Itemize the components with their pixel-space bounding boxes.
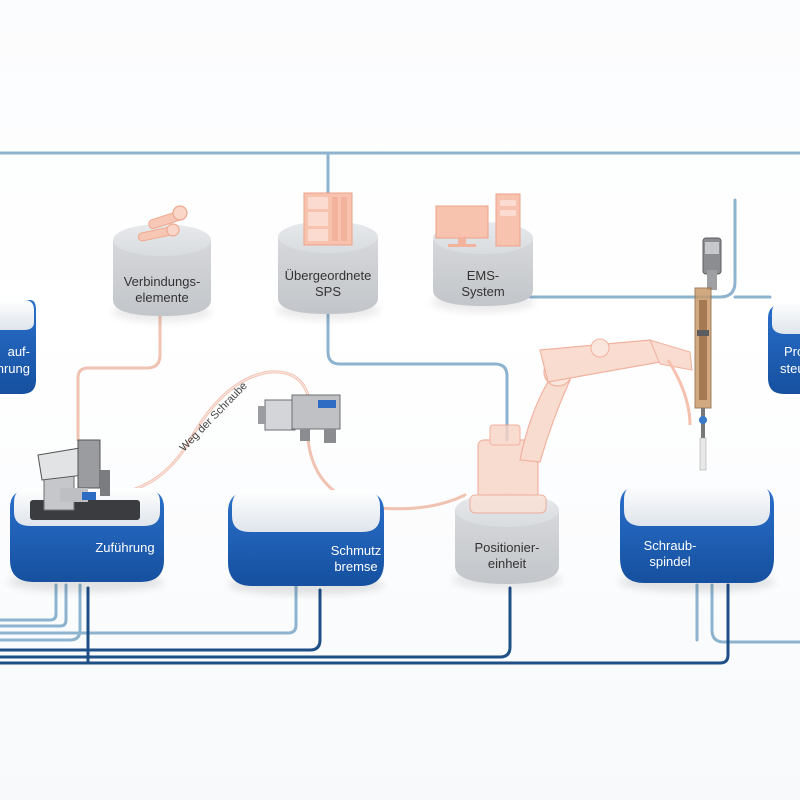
positioniereinheit-label-2: einheit [488, 556, 527, 571]
schmutzbremse-label-1: Schmutz [331, 543, 382, 558]
bus-bottom-4 [0, 583, 58, 622]
prozesssteuerung-label-1: Pro [784, 344, 800, 359]
schraubspindel-label-1: Schraub- [644, 538, 697, 553]
bus-lines [0, 151, 800, 644]
lauffuehrung-label-2: hrung [0, 361, 30, 376]
robot-arm-icon [469, 338, 693, 514]
schraubspindel-label-2: spindel [649, 554, 690, 569]
bus-ems-right [528, 198, 737, 299]
ems-label-1: EMS- [467, 268, 500, 283]
screw-path-inner [104, 371, 309, 496]
verbindungselemente-label-1: Verbindungs- [124, 274, 201, 289]
positioniereinheit-label-1: Positionier- [474, 540, 539, 555]
screw-spindle-icon [694, 237, 722, 471]
bus-dark-3 [0, 583, 730, 665]
control-cabinet-icon [303, 192, 353, 246]
computer-workstation-icon [435, 193, 521, 247]
schmutzbremse-label-2: bremse [334, 559, 377, 574]
node-prozesssteuerung: Pro steu [768, 302, 800, 394]
screw-path-main [103, 370, 310, 497]
node-ems: EMS- System [431, 193, 535, 312]
node-lauffuehrung: auf- hrung [0, 300, 36, 394]
zufuehrung-label: Zuführung [95, 540, 154, 555]
node-zufuehrung: Zuführung [8, 439, 164, 592]
bus-dark-1 [0, 588, 322, 652]
lauffuehrung-label-1: auf- [8, 344, 30, 359]
node-verbindungselemente: Verbindungs- elemente [112, 205, 212, 322]
bus-lines-dark [0, 583, 730, 665]
verbindungselemente-label-2: elemente [135, 290, 188, 305]
node-schraubspindel: Schraub- spindel [619, 484, 775, 592]
prozesssteuerung-label-2: steu [780, 361, 800, 376]
feeder-machine-icon [30, 439, 140, 520]
ems-label-2: System [461, 284, 504, 299]
bus-bottom-1 [0, 583, 82, 642]
bus-bottom-3 [0, 583, 68, 628]
node-schmutzbremse: Schmutz bremse [228, 490, 384, 595]
node-sps: Übergeordnete SPS [276, 192, 380, 320]
bus-spindle-right [710, 583, 800, 644]
bus-bottom-2 [0, 583, 298, 635]
bus-sps-down [326, 310, 509, 442]
valve-icon [258, 394, 341, 443]
sps-label-1: Übergeordnete [285, 268, 372, 283]
screw-path-top [76, 303, 162, 442]
bus-dark-2 [0, 586, 512, 659]
sps-label-2: SPS [315, 284, 341, 299]
screw-path-label: Weg der Schraube [178, 380, 250, 454]
screws-icon [137, 205, 188, 242]
